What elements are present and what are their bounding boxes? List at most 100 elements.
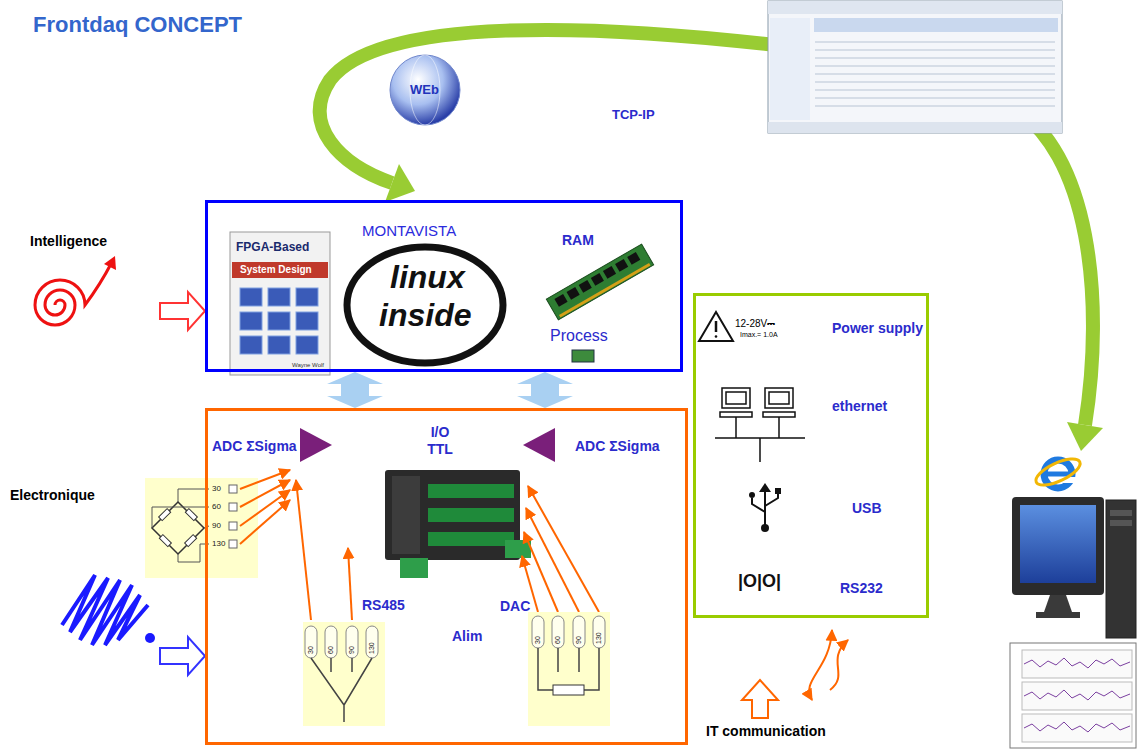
ram-chip [591,273,604,286]
terminal-number: 90 [575,636,582,644]
current-rating: Imax.= 1.0A [740,331,778,339]
diagram-title: Frontdaq CONCEPT [33,12,242,38]
terminal-square [229,522,237,530]
input-arrow [160,637,205,675]
fpga-cell [268,312,290,330]
data-bus-arrow [517,372,573,408]
process-label: Process [550,326,608,345]
book-cover [230,232,330,375]
terminal-number: 30 [307,646,314,654]
terminal-capsule [573,616,585,648]
monitor-base [1036,612,1080,618]
screenshot-row [815,98,1055,99]
adc-label: ADC ΣSigma [212,438,297,455]
interface-label: USB [852,500,882,517]
screenshot-row [815,106,1055,107]
software-screenshot [768,1,1062,133]
io-panel [392,476,420,554]
logo-word: inside [379,296,471,334]
monitor-screen [1020,505,1096,583]
logo-word: linux [390,258,465,296]
electronics-scribble [62,575,148,645]
terminal-number: 90 [348,646,355,654]
computer-screen [769,392,789,404]
terminal-number: 130 [212,539,225,549]
intelligence-spiral [35,262,112,325]
book-band [232,262,328,278]
terminal-number: 30 [534,636,541,644]
side-label: Electronique [10,487,95,504]
chart-screenshot [1010,643,1136,748]
screenshot-rows [815,42,1055,106]
resistor-symbol [185,509,197,521]
sensor-wires [311,658,372,722]
ram-module [546,244,653,320]
terminal-number: 130 [368,642,375,654]
fpga-cell [240,312,262,330]
screenshot-frame [768,1,1062,133]
terminal-strip [428,532,514,546]
terminal-number: 90 [212,521,221,531]
screenshot-header [814,18,1058,32]
signal-arrow [348,548,352,620]
drive-slot [1110,520,1132,526]
terminal-strip [428,508,514,522]
signal-arrow [296,480,311,620]
chart-trace [1024,658,1130,668]
resistor-symbol [553,685,584,695]
ram-chip [603,266,616,279]
voltage-rating: 12-28V⎓ [735,318,775,330]
fpga-cell [240,288,262,306]
monitor [1012,497,1104,595]
screenshot-row [815,42,1055,43]
interface-label: ethernet [832,398,887,415]
signal-arrow [240,480,290,507]
screenshot-row [815,58,1055,59]
network-lines [715,417,805,462]
communication-arrow [742,680,778,718]
rs485-sensor [303,622,385,726]
data-bus-arrow [327,372,383,408]
supply-label: Alim [452,628,482,645]
signal-arrow [526,508,579,612]
dac-label: DAC [500,598,530,615]
bus-label: RS485 [362,597,405,614]
dac-sensor [528,612,610,726]
fpga-cell [268,288,290,306]
screenshot-row [815,50,1055,51]
terminal-number: 60 [554,636,561,644]
signal-arrows [240,470,599,620]
terminal-square [229,540,237,548]
io-label: I/O TTL [418,424,462,458]
terminal-square [229,503,237,511]
ram-chip [554,294,567,307]
ram-board [546,244,653,320]
usb-tip [759,483,771,492]
signal-arrow [240,490,290,526]
screenshot-row [815,66,1055,67]
drive-slot [1110,510,1132,516]
resistor-symbol [159,535,171,547]
ram-chip [627,252,640,265]
ethernet-icon [715,388,805,462]
bridge-panel: 306090130 [145,478,258,578]
rs485-panel: 306090130 [303,622,385,726]
sensor-panel [303,622,385,726]
terminal-plug [400,558,428,578]
bridge-sensor [145,478,258,578]
protocol-label: TCP-IP [612,107,655,123]
communication-curve [830,640,848,690]
interface-box: Power supplyethernetUSBRS232 [693,293,929,618]
fpga-cell [240,336,262,354]
ram-chip [567,287,580,300]
scribble-dot [145,633,155,643]
terminal-number: 130 [595,632,602,644]
web-arrow-head [385,164,415,202]
chart-frame [1010,643,1136,748]
usb-trident [752,490,778,525]
fpga-book [230,232,330,375]
ram-contacts [559,263,651,318]
sensor-panel [145,478,258,578]
